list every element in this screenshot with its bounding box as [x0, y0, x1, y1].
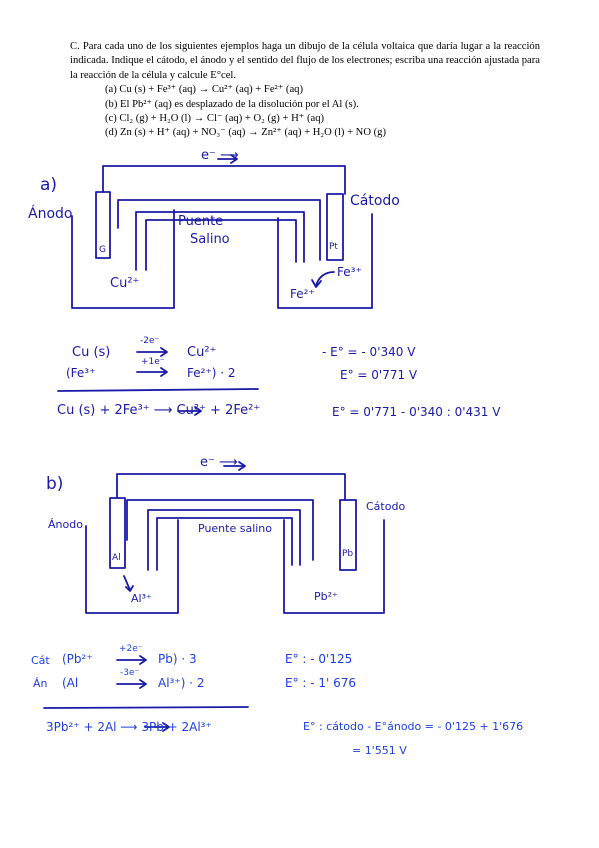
- part-b-electron-flow: e⁻ ⟶: [200, 455, 238, 470]
- part-b-electrode-right: Pb: [342, 549, 354, 559]
- part-b-anode-left: (Al: [62, 676, 79, 690]
- part-b-cathode-label: Cátodo: [366, 500, 406, 513]
- part-a-anode-label: Ánodo: [28, 206, 73, 222]
- part-a-electrode-left: G: [99, 245, 106, 255]
- part-b-electrode-left: Al: [112, 553, 121, 563]
- part-a-label: a): [40, 175, 58, 195]
- part-b-anode-right: Al³⁺) · 2: [158, 676, 205, 690]
- part-b-potential-1: E° : - 0'125: [285, 652, 353, 666]
- part-b-salt-bridge: Puente salino: [198, 522, 273, 535]
- part-a-half1-right: Cu²⁺: [187, 345, 217, 360]
- part-b-label: b): [46, 474, 64, 494]
- part-a-salt-bridge-line2: Salino: [190, 232, 230, 247]
- part-a-half2-right: Fe²⁺) · 2: [187, 366, 236, 380]
- part-b-cell-potential: E° : cátodo - E°ánodo = - 0'125 + 1'676: [303, 720, 524, 733]
- part-b-cathode-left: (Pb²⁺: [62, 652, 93, 666]
- part-a-half1-left: Cu (s): [72, 345, 111, 360]
- part-b-ion-right: Pb²⁺: [314, 590, 338, 603]
- part-a-electrode-right: Pt: [329, 242, 338, 252]
- part-b-cathode-right: Pb) · 3: [158, 652, 197, 666]
- exercise-item-a: (a) Cu (s) + Fe³⁺ (aq) → Cu²⁺ (aq) + Fe²…: [105, 84, 303, 96]
- part-b-anode-tag: Án: [33, 677, 48, 690]
- exercise-intro: C. Para cada uno de los siguientes ejemp…: [70, 41, 540, 81]
- part-a-ion-left: Cu²⁺: [110, 276, 140, 291]
- voltaic-cell-b-drawing: [43, 461, 385, 732]
- part-a-cell-potential: E° = 0'771 - 0'340 : 0'431 V: [332, 405, 501, 419]
- part-b-overall-reaction: 3Pb²⁺ + 2Al ⟶ 3Pb + 2Al³⁺: [46, 720, 212, 734]
- part-b-cell-potential-result: = 1'551 V: [352, 744, 407, 757]
- part-a-potential-2: E° = 0'771 V: [340, 368, 418, 382]
- part-b-potential-2: E° : - 1' 676: [285, 676, 357, 690]
- part-a-salt-bridge-line1: Puente: [178, 214, 224, 229]
- part-a-half2-left: (Fe³⁺: [66, 366, 96, 380]
- part-a-potential-1: - E° = - 0'340 V: [322, 345, 416, 359]
- part-b-cathode-arrow-label: +2e⁻: [119, 644, 143, 654]
- part-b-ion-left: Al³⁺: [131, 592, 152, 605]
- part-a-ion-right-fe3: Fe³⁺: [337, 265, 362, 279]
- part-a-ion-right-fe2: Fe²⁺: [290, 287, 315, 301]
- exercise-item-c: (c) Cl₂ (g) + H₂O (l) → Cl⁻ (aq) + O₂ (g…: [105, 113, 325, 125]
- part-a-half1-arrow-label: -2e⁻: [140, 336, 160, 346]
- voltaic-cell-a-drawing: [57, 154, 373, 416]
- part-b-cathode-tag: Cát: [31, 654, 50, 667]
- part-a-overall-reaction: Cu (s) + 2Fe³⁺ ⟶ Cu²⁺ + 2Fe²⁺: [57, 403, 261, 418]
- part-b-anode-label: Ánodo: [48, 518, 83, 531]
- exercise-item-d: (d) Zn (s) + H⁺ (aq) + NO₃⁻ (aq) → Zn²⁺ …: [105, 127, 386, 139]
- exercise-item-b: (b) El Pb²⁺ (aq) es desplazado de la dis…: [105, 98, 359, 110]
- exercise-statement: C. Para cada uno de los siguientes ejemp…: [70, 40, 540, 141]
- part-a-cathode-label: Cátodo: [350, 193, 400, 209]
- part-b-anode-arrow-label: -3e⁻: [120, 668, 140, 678]
- part-a-half2-arrow-label: +1e⁻: [141, 357, 165, 367]
- part-a-electron-flow: e⁻ ⟶: [201, 148, 239, 163]
